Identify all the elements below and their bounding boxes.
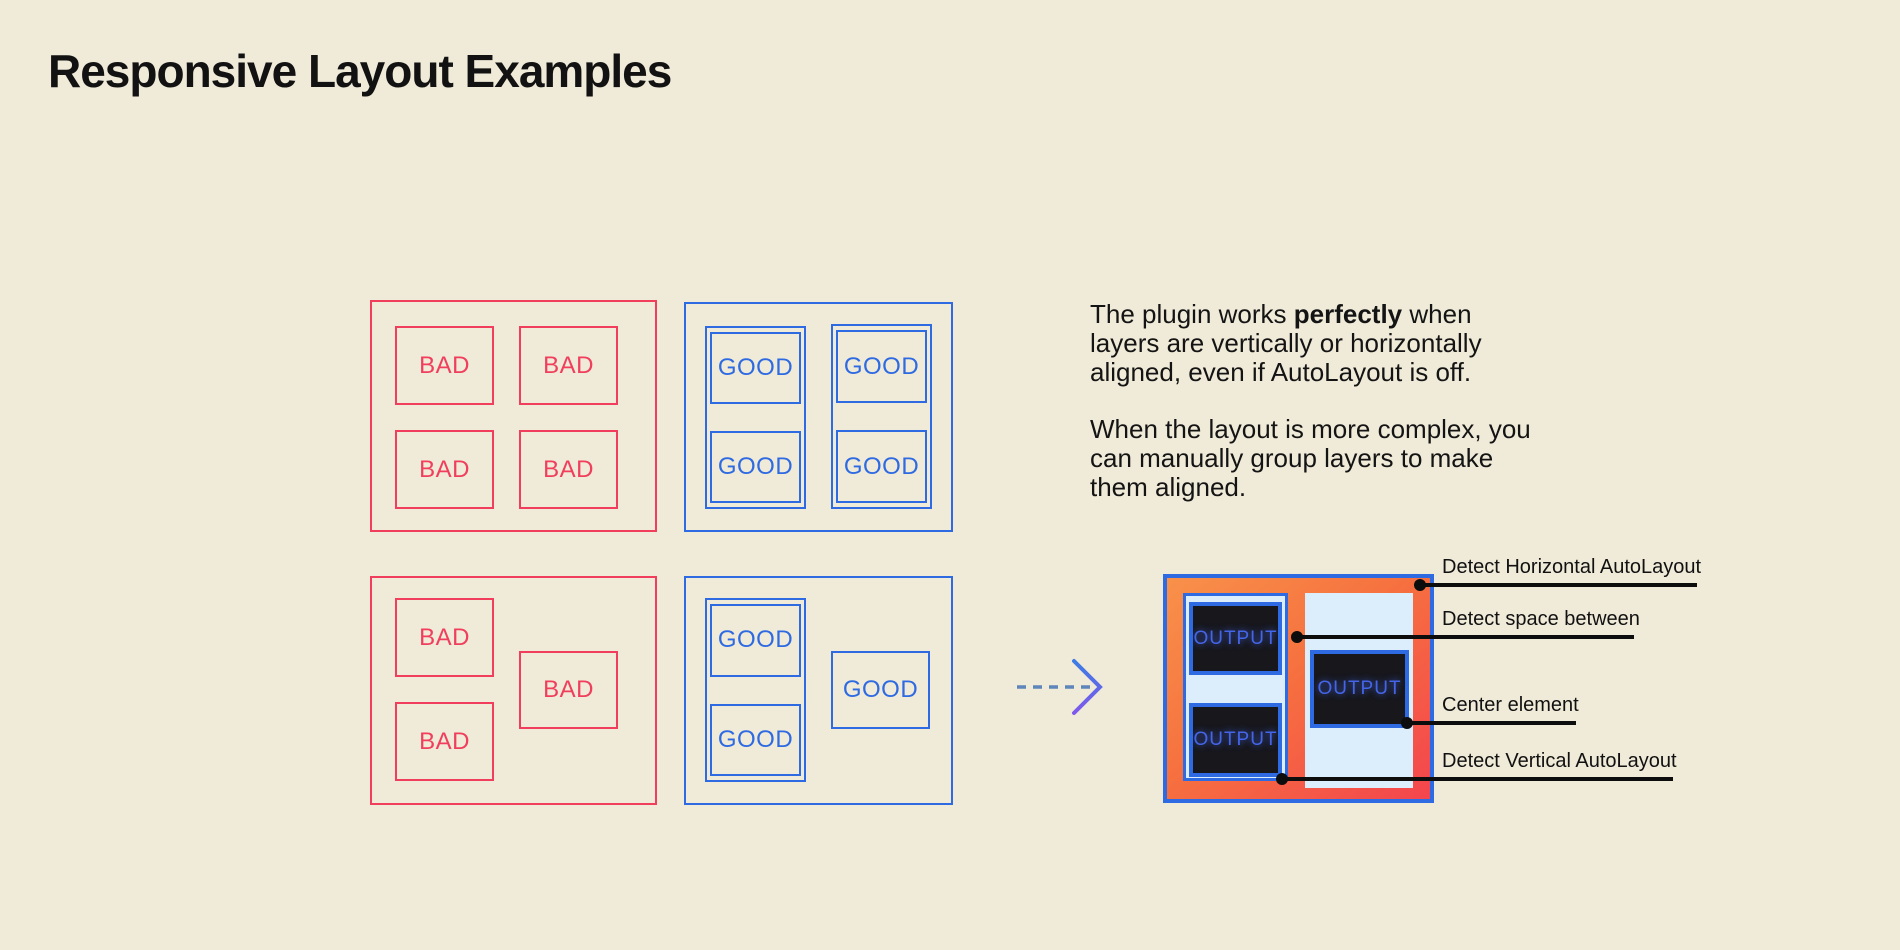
annotation-line	[1282, 777, 1673, 781]
annotation-dot	[1401, 717, 1413, 729]
annotation-dot	[1414, 579, 1426, 591]
description-bold-word: perfectly	[1293, 299, 1403, 329]
good-group-left: GOOD GOOD	[705, 326, 806, 509]
good-box: GOOD	[710, 604, 801, 677]
output-box: OUTPUT	[1189, 703, 1282, 777]
annotation-label-vertical-autolayout: Detect Vertical AutoLayout	[1442, 750, 1677, 772]
annotation-dot	[1291, 631, 1303, 643]
good-box: GOOD	[831, 651, 930, 729]
bad-box: BAD	[395, 430, 494, 509]
page-title: Responsive Layout Examples	[48, 45, 672, 97]
good-box: GOOD	[710, 703, 801, 776]
description-paragraph-1: The plugin works perfectly when layers a…	[1090, 300, 1542, 387]
annotation-line	[1407, 721, 1576, 725]
output-center-column: OUTPUT	[1305, 593, 1413, 788]
bad-example-grid-panel: BAD BAD BAD BAD	[370, 300, 657, 532]
description-text: The plugin works perfectly when layers a…	[1090, 300, 1542, 502]
good-box: GOOD	[836, 430, 927, 503]
description-text-span: when layers are vertically or horizontal…	[1090, 299, 1482, 387]
good-example-grouped-panel: GOOD GOOD GOOD	[684, 576, 953, 805]
bad-box: BAD	[395, 326, 494, 405]
good-group-right: GOOD GOOD	[831, 324, 932, 509]
bad-box: BAD	[395, 702, 494, 781]
description-text-span: The plugin works	[1090, 299, 1294, 329]
bad-example-scattered-panel: BAD BAD BAD	[370, 576, 657, 805]
annotation-line	[1420, 583, 1697, 587]
output-vertical-autolayout-group: OUTPUT OUTPUT	[1183, 593, 1288, 781]
bad-box: BAD	[519, 430, 618, 509]
bad-box: BAD	[395, 598, 494, 677]
description-paragraph-2: When the layout is more complex, you can…	[1090, 414, 1531, 502]
output-result-frame: OUTPUT OUTPUT OUTPUT	[1163, 574, 1434, 803]
annotation-line	[1297, 635, 1634, 639]
good-box: GOOD	[836, 330, 927, 403]
bad-box: BAD	[519, 651, 618, 729]
bad-box: BAD	[519, 326, 618, 405]
annotation-dot	[1276, 773, 1288, 785]
good-box: GOOD	[710, 332, 801, 404]
good-box: GOOD	[710, 431, 801, 503]
dashed-arrow-right-icon	[1012, 654, 1110, 720]
output-box: OUTPUT	[1189, 602, 1282, 675]
output-box: OUTPUT	[1310, 650, 1409, 728]
annotation-label-space-between: Detect space between	[1442, 608, 1640, 630]
annotation-label-horizontal-autolayout: Detect Horizontal AutoLayout	[1442, 556, 1702, 578]
good-group-left: GOOD GOOD	[705, 598, 806, 782]
annotation-label-center-element: Center element	[1442, 694, 1579, 716]
good-example-grid-panel: GOOD GOOD GOOD GOOD	[684, 302, 953, 532]
